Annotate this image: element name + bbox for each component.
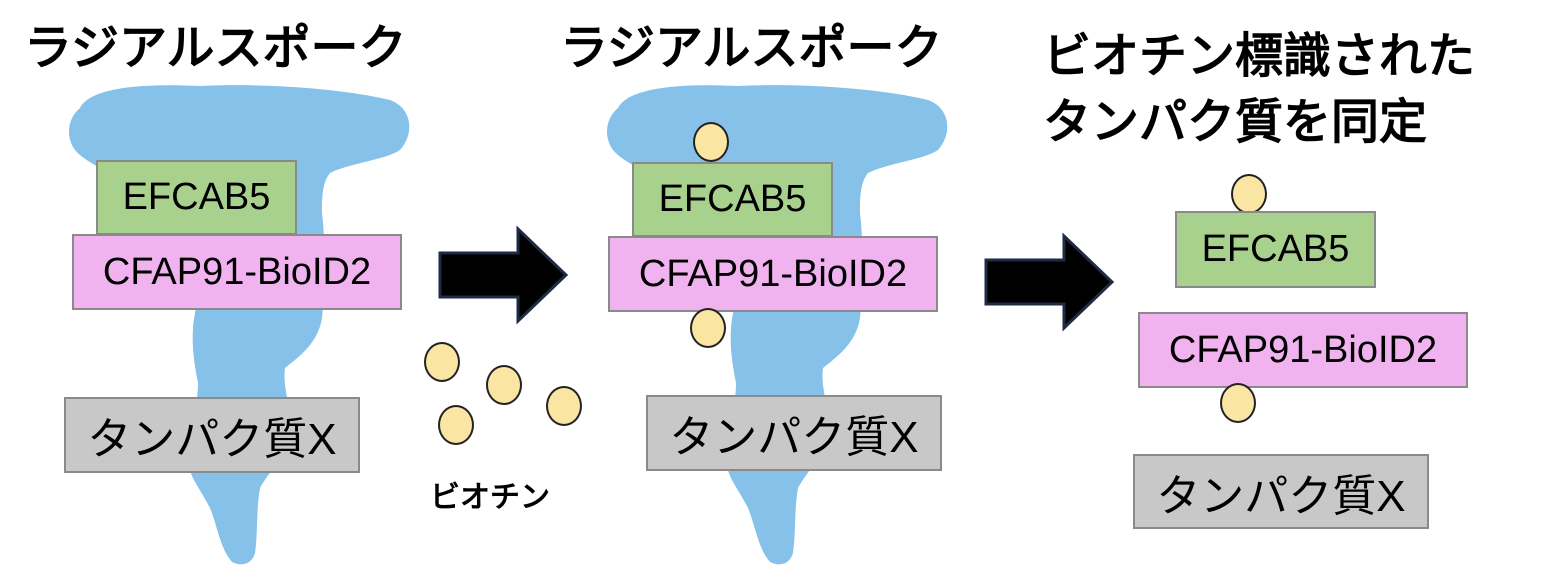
cfap91-bioid2-box-3: CFAP91-BioID2 (1138, 312, 1468, 388)
arrow-right-2 (984, 232, 1115, 332)
radial-spoke-1 (68, 85, 410, 565)
biotin-molecule (1220, 383, 1256, 423)
panel1-title: ラジアルスポーク (24, 20, 407, 76)
protein-x-box-1: タンパク質X (64, 397, 360, 473)
biotin-molecule (546, 386, 582, 426)
panel2-title: ラジアルスポーク (560, 20, 943, 76)
biotin-molecule (424, 342, 460, 382)
cfap91-bioid2-box-2: CFAP91-BioID2 (608, 236, 938, 312)
panel3-title-line1: ビオチン標識された (1043, 28, 1476, 84)
efcab5-box-1: EFCAB5 (96, 160, 297, 235)
cfap91-bioid2-box-1: CFAP91-BioID2 (72, 234, 402, 310)
biotin-molecule (438, 405, 474, 445)
efcab5-box-3: EFCAB5 (1175, 211, 1376, 288)
efcab5-box-2: EFCAB5 (632, 162, 833, 237)
radial-spoke-2 (606, 85, 948, 565)
arrow-right-1 (438, 225, 569, 325)
panel3-title-line2: タンパク質を同定 (1043, 94, 1428, 150)
biotin-molecule (1231, 174, 1267, 214)
biotin-molecule (486, 365, 522, 405)
biotin-label: ビオチン (430, 480, 550, 515)
protein-x-box-3: タンパク質X (1133, 454, 1429, 529)
biotin-molecule (693, 122, 729, 162)
biotin-molecule (690, 308, 726, 348)
protein-x-box-2: タンパク質X (646, 395, 942, 471)
